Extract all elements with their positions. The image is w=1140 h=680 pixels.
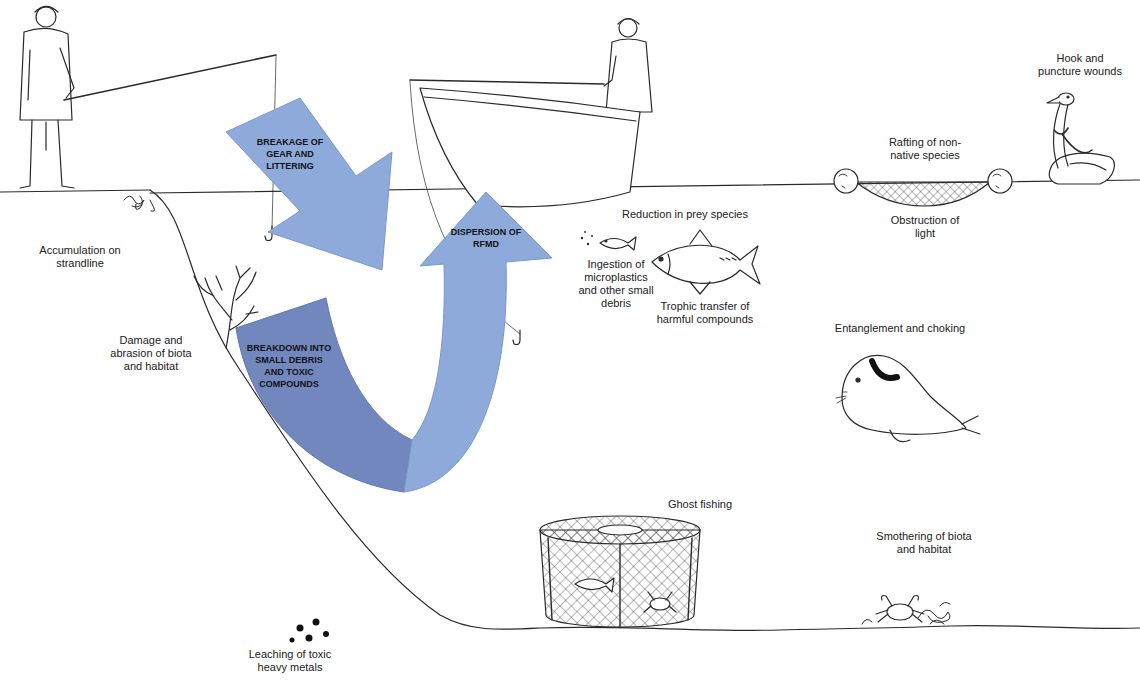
seal-whiskers — [836, 392, 847, 403]
trapped-crab — [650, 598, 670, 610]
debris-tangle — [862, 602, 950, 624]
net-float — [834, 169, 858, 193]
net-float — [988, 169, 1012, 193]
arrow-shape — [404, 192, 552, 492]
boat-angler-arm — [604, 56, 616, 86]
swan-head — [1058, 93, 1074, 105]
metal-particle — [306, 635, 313, 642]
impact-label: Hook and puncture wounds — [1036, 52, 1124, 78]
arrow-outline — [232, 294, 416, 496]
shore-ground — [0, 190, 150, 192]
tangled-line — [1054, 128, 1092, 153]
impact-label: Reduction in prey species — [600, 208, 770, 221]
seal — [842, 355, 966, 434]
boat-angler-hood — [618, 19, 639, 25]
fish-eye — [605, 240, 607, 242]
angler-arm — [28, 48, 74, 100]
entangling-loop — [872, 361, 897, 378]
metal-particle — [297, 625, 304, 632]
swan-neck — [1054, 104, 1068, 168]
swan-eye — [1067, 96, 1069, 98]
impact-label: Damage and abrasion of biota and habitat — [104, 334, 198, 373]
tuna-eye — [659, 257, 663, 261]
arrow-shape — [226, 98, 392, 270]
impact-label: Entanglement and choking — [820, 322, 980, 335]
small-fish — [600, 237, 636, 250]
tuna — [652, 245, 760, 284]
impact-label: Leaching of toxic heavy metals — [236, 648, 344, 674]
arrow-outline — [222, 94, 396, 274]
arrow-text: BREAKAGE OF GEAR AND LITTERING — [256, 136, 324, 172]
angler-hood — [35, 7, 58, 13]
angler-head — [36, 7, 56, 27]
seal-flippers — [890, 416, 980, 442]
seal-eye — [856, 378, 860, 382]
swan-beak — [1047, 97, 1059, 103]
microplastic — [591, 235, 593, 237]
microplastic — [584, 231, 586, 233]
fishing-rod — [64, 55, 276, 100]
pot-frame — [548, 538, 692, 627]
process-arrow: BREAKDOWN INTO SMALL DEBRIS AND TOXIC CO… — [232, 294, 416, 496]
ghost-net — [856, 182, 990, 206]
pot-entrance — [598, 525, 642, 535]
lobster-pot — [540, 530, 700, 627]
pot-top — [540, 516, 700, 544]
microplastic — [581, 237, 583, 239]
trapped-crab-legs — [644, 592, 676, 612]
metal-particle — [323, 631, 329, 637]
arrow-text: DISPERSION OF RFMD — [450, 226, 522, 250]
angler-body — [20, 28, 72, 120]
rafting-organisms — [839, 174, 1001, 188]
crab — [887, 604, 913, 620]
impact-label: Smothering of biota and habitat — [868, 530, 980, 556]
process-arrow: DISPERSION OF RFMD — [400, 186, 556, 496]
boat-rim — [424, 97, 636, 121]
angler-legs — [20, 120, 74, 188]
process-arrow: BREAKAGE OF GEAR AND LITTERING — [222, 94, 396, 274]
swan-wing — [1070, 163, 1106, 170]
swan-body — [1049, 153, 1114, 184]
arrow-shape — [236, 298, 412, 492]
trapped-fish — [575, 578, 614, 592]
litter-tangle — [124, 196, 155, 211]
impact-label: Ingestion of microplastics and other sma… — [574, 258, 658, 310]
impact-label: Accumulation on strandline — [30, 244, 130, 270]
metal-particle — [313, 619, 320, 626]
tuna-fins — [668, 230, 736, 294]
fishing-hook — [513, 330, 520, 345]
metal-particle — [290, 638, 295, 643]
seabed-line — [150, 190, 1140, 630]
impact-label: Trophic transfer of harmful compounds — [650, 300, 760, 326]
crab-legs — [876, 596, 924, 623]
arrow-text: BREAKDOWN INTO SMALL DEBRIS AND TOXIC CO… — [246, 342, 332, 390]
microplastic — [587, 243, 589, 245]
boat-hull — [420, 88, 640, 207]
impact-label: Rafting of non-native species — [880, 136, 970, 162]
impact-label: Obstruction of light — [885, 214, 965, 240]
impact-label: Ghost fishing — [650, 498, 750, 511]
fishing-rod — [410, 80, 604, 84]
boat-angler-head — [619, 19, 637, 37]
